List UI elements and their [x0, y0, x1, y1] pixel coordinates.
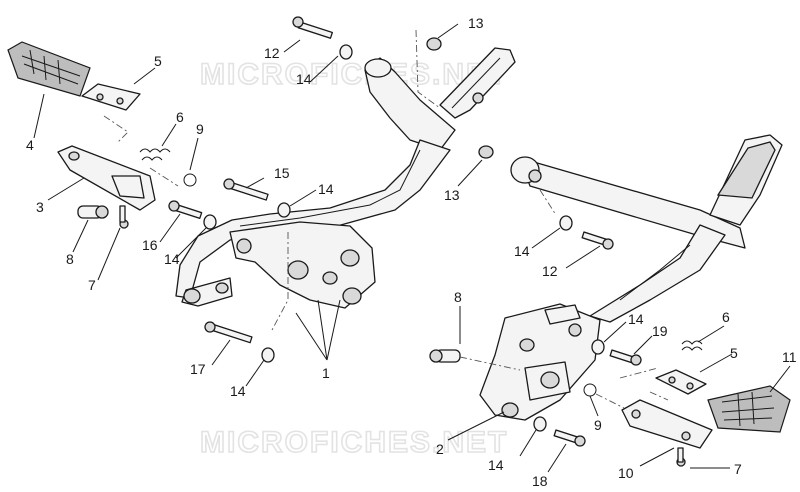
- callout-14-lower-right: 14: [488, 457, 504, 473]
- callout-19: 19: [652, 323, 668, 339]
- callout-8-right: 8: [454, 289, 462, 305]
- nut-13-mid: [478, 145, 494, 159]
- watermark-bottom: MICROFICHES.NET: [200, 426, 508, 459]
- callout-11: 11: [782, 349, 797, 365]
- right-spring: [681, 340, 703, 351]
- washer-14-top: [339, 44, 353, 60]
- right-small-screw: [676, 447, 686, 467]
- washer-14-lower-right: [533, 416, 547, 432]
- callout-17: 17: [190, 361, 206, 377]
- washer-14-right-mid: [559, 215, 573, 231]
- left-footrest-bracket: [175, 57, 456, 309]
- right-footpeg-body: [621, 399, 713, 449]
- right-footpeg-rubber: [707, 385, 791, 433]
- left-pin: [77, 205, 109, 219]
- callout-labels: 1 2 3 4 5 5 6 6 7 7 8 8 9 9 10 11 12 12 …: [26, 15, 797, 489]
- right-circlip: [583, 383, 597, 397]
- washer-14-right: [591, 339, 605, 355]
- left-spring: [139, 148, 171, 161]
- callout-7-right: 7: [734, 461, 742, 477]
- right-pin: [429, 349, 461, 363]
- watermark-top: MICROFICHES.NET: [200, 58, 508, 91]
- callout-6-right: 6: [722, 309, 730, 325]
- callout-3: 3: [36, 199, 44, 215]
- callout-14-right: 14: [628, 311, 644, 327]
- washer-14-left: [203, 214, 217, 230]
- callout-1: 1: [322, 365, 330, 381]
- callout-13-mid: 13: [444, 187, 460, 203]
- left-footpeg-body: [57, 145, 156, 211]
- callout-10: 10: [618, 465, 634, 481]
- left-rubber-plate: [81, 83, 141, 111]
- leader-lines: [33, 23, 791, 473]
- left-upper-hook: [439, 47, 516, 119]
- bolt-15: [223, 178, 269, 201]
- callout-14-left: 14: [164, 251, 180, 267]
- callout-14-mid-left: 14: [318, 181, 334, 197]
- bolt-19: [609, 349, 642, 366]
- right-footrest-bracket: [479, 134, 783, 421]
- callout-9-left: 9: [196, 121, 204, 137]
- callout-7-left: 7: [88, 277, 96, 293]
- bolt-12-top: [292, 16, 333, 39]
- callout-12-right: 12: [542, 263, 558, 279]
- nut-13-top: [426, 37, 442, 51]
- callout-2: 2: [436, 441, 444, 457]
- callout-13-top: 13: [468, 15, 484, 31]
- callout-15: 15: [274, 165, 290, 181]
- left-footpeg-rubber: [7, 41, 91, 97]
- callout-14-lower-left: 14: [230, 383, 246, 399]
- washer-14-mid-left: [277, 202, 291, 218]
- left-small-screw: [119, 205, 129, 229]
- callout-14-right-mid: 14: [514, 243, 530, 259]
- callout-12-top: 12: [264, 45, 280, 61]
- callout-4: 4: [26, 137, 34, 153]
- callout-5-left: 5: [154, 53, 162, 69]
- alignment-lines: [103, 29, 669, 409]
- callout-9-right: 9: [594, 417, 602, 433]
- callout-16: 16: [142, 237, 158, 253]
- callout-14-top: 14: [296, 71, 312, 87]
- bolt-18: [553, 429, 586, 447]
- callout-18: 18: [532, 473, 548, 489]
- left-circlip: [183, 173, 197, 187]
- callout-6-left: 6: [176, 109, 184, 125]
- bolt-16: [168, 200, 203, 220]
- bolt-17: [204, 321, 253, 344]
- callout-8-left: 8: [66, 251, 74, 267]
- callout-5-right: 5: [730, 345, 738, 361]
- bolt-12-right: [581, 231, 614, 250]
- washer-14-lower-left: [261, 347, 275, 363]
- right-rubber-plate: [655, 369, 707, 395]
